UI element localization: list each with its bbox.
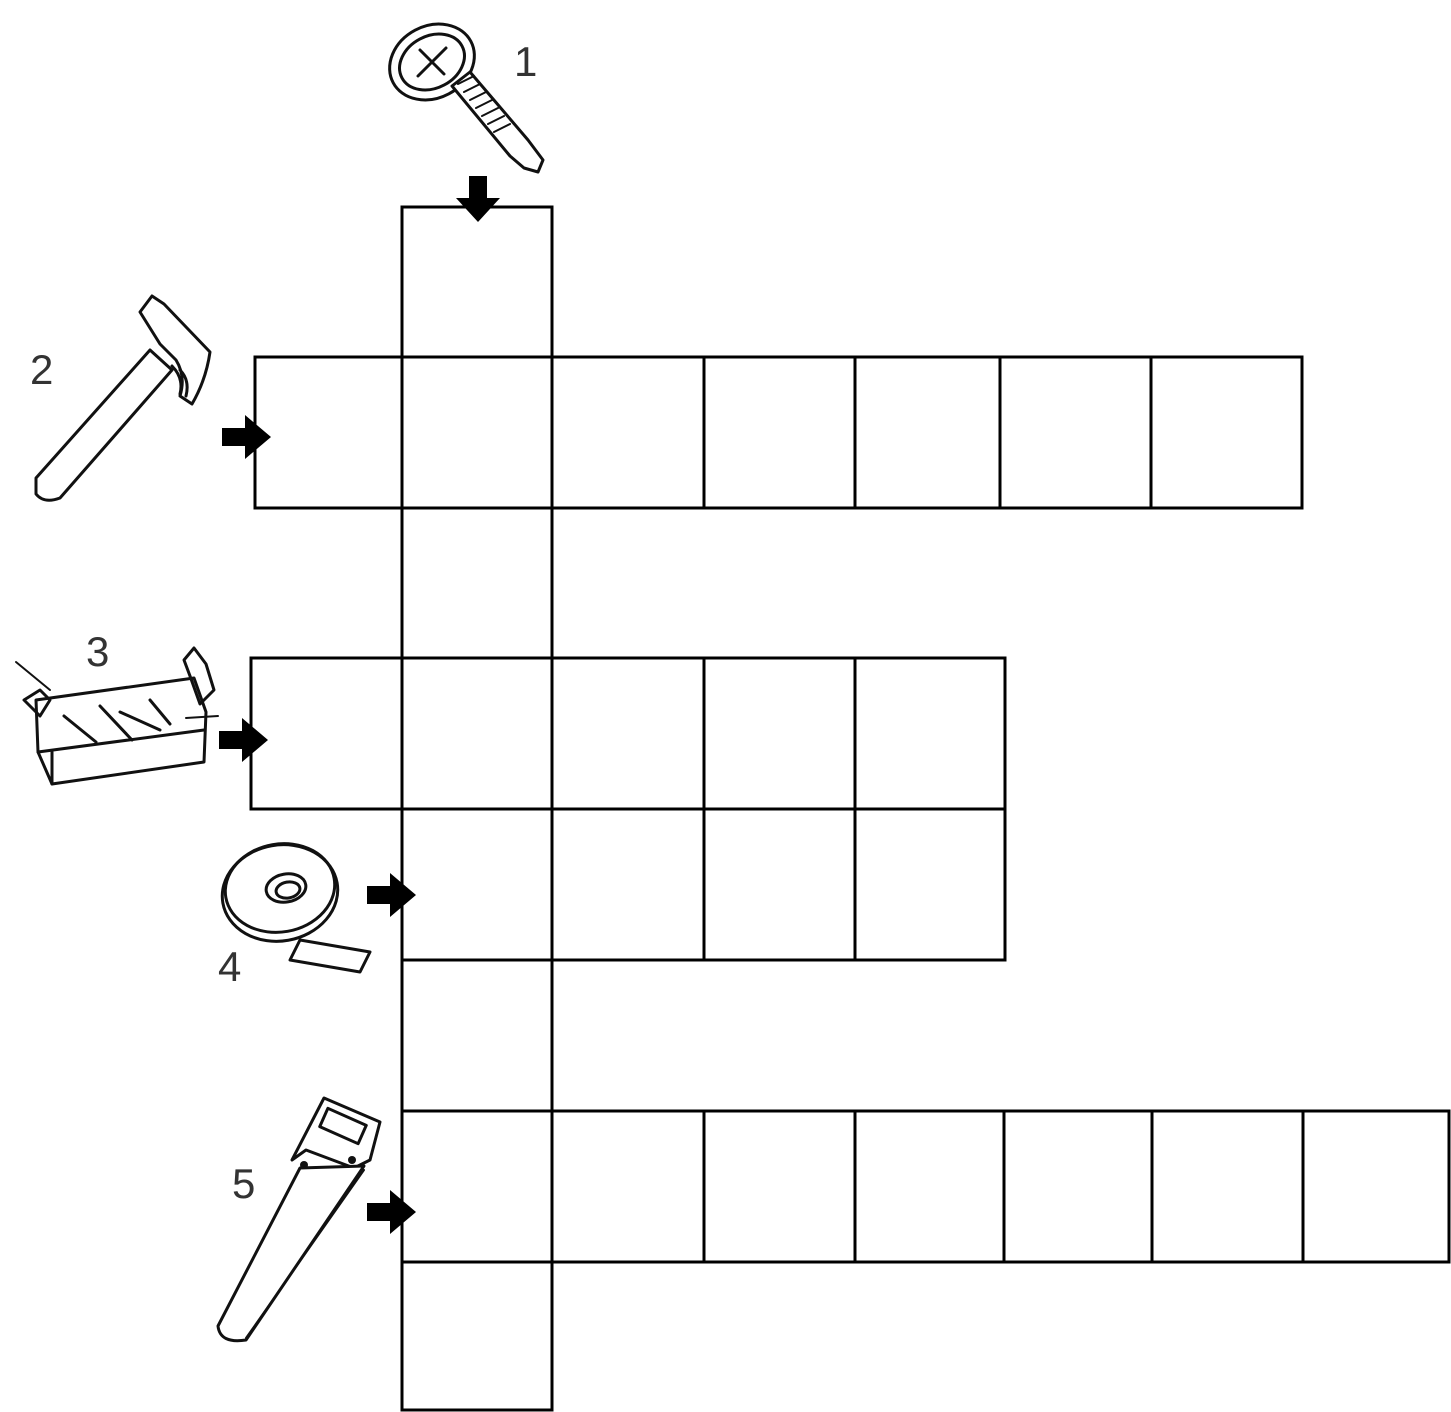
cell-4-across-2[interactable] <box>550 807 706 962</box>
clue-number-1: 1 <box>514 38 537 85</box>
cell-5-across-4[interactable] <box>853 1109 1006 1264</box>
toolbox-icon <box>15 646 219 786</box>
cell-1-down-3[interactable] <box>400 506 554 660</box>
clue-number-4: 4 <box>218 943 241 990</box>
tape-roll-icon <box>220 842 372 974</box>
cell-5-across-6[interactable] <box>1150 1109 1305 1264</box>
cell-2-across-6[interactable] <box>998 355 1153 510</box>
clue-number-3: 3 <box>86 628 109 675</box>
cell-3-across-4[interactable] <box>702 656 857 811</box>
saw-icon <box>216 1096 382 1343</box>
clue-number-5: 5 <box>232 1160 255 1207</box>
arrow-right-icon <box>219 718 268 762</box>
cell-5-across-5[interactable] <box>1002 1109 1154 1264</box>
cell-5-across-1[interactable] <box>400 1109 554 1264</box>
cell-5-across-7[interactable] <box>1301 1109 1451 1264</box>
cell-2-across-3[interactable] <box>550 355 706 510</box>
crossword-grid <box>249 205 1451 1412</box>
arrow-right-icon <box>367 1190 416 1234</box>
cell-4-across-3[interactable] <box>702 807 857 962</box>
cell-1-down-1[interactable] <box>400 205 554 359</box>
cell-5-across-2[interactable] <box>550 1109 706 1264</box>
cell-4-across-1[interactable] <box>400 807 554 962</box>
cell-1-down-6[interactable] <box>400 958 554 1113</box>
screw-icon <box>388 22 545 174</box>
cell-2-across-4[interactable] <box>702 355 857 510</box>
arrow-right-icon <box>222 415 271 459</box>
cell-2-across-2[interactable] <box>400 355 554 510</box>
arrow-down-icon <box>456 176 500 222</box>
cell-3-across-2[interactable] <box>400 656 554 811</box>
clue-number-2: 2 <box>30 346 53 393</box>
hammer-icon <box>34 294 212 502</box>
cell-4-across-4[interactable] <box>853 807 1007 962</box>
cell-3-across-5[interactable] <box>853 656 1007 811</box>
cell-1-down-8[interactable] <box>400 1260 554 1412</box>
cell-3-across-3[interactable] <box>550 656 706 811</box>
cell-2-across-7[interactable] <box>1149 355 1304 510</box>
cell-3-across-1[interactable] <box>249 656 404 811</box>
cell-2-across-5[interactable] <box>853 355 1002 510</box>
cell-5-across-3[interactable] <box>702 1109 857 1264</box>
arrows <box>219 176 500 1234</box>
cell-2-across-1[interactable] <box>253 355 404 510</box>
arrow-right-icon <box>367 873 416 917</box>
